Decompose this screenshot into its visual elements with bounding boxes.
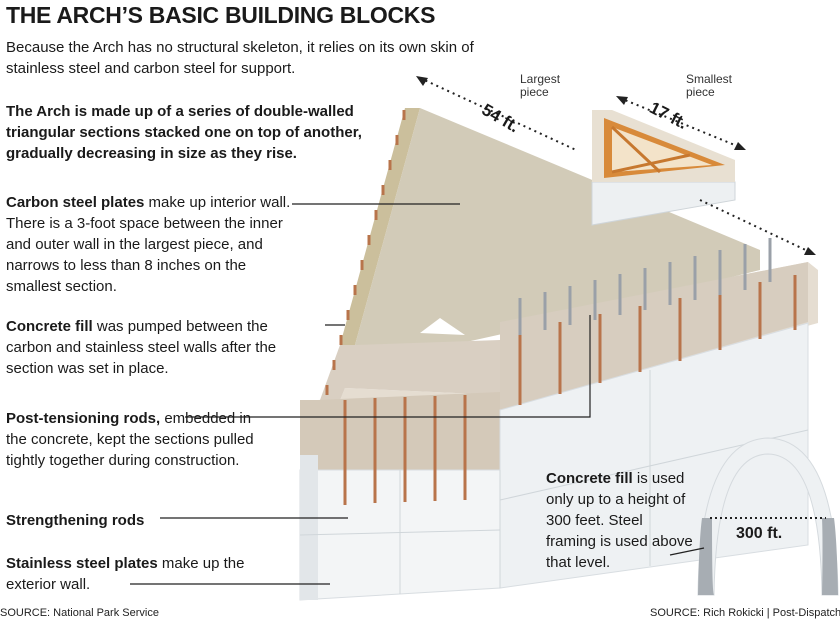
carbon-steel-term: Carbon steel plates xyxy=(6,194,145,211)
dimension-lines xyxy=(419,77,813,254)
smallest-piece-illustration xyxy=(591,110,736,226)
post-tensioning-term: Post-tensioning rods, xyxy=(6,410,161,427)
stainless-left-edge xyxy=(300,455,318,600)
concrete-fill-height-note: Concrete fill is used only up to a heigh… xyxy=(546,468,696,573)
inner-opening xyxy=(420,318,465,335)
concrete-fill-text: was pumped between the carbon and stainl… xyxy=(6,318,277,377)
stainless-steel-term: Stainless steel plates xyxy=(6,555,158,572)
concrete-front-face xyxy=(300,392,500,470)
carbon-steel-label: Carbon steel plates make up interior wal… xyxy=(6,192,291,297)
page-title: THE ARCH’S BASIC BUILDING BLOCKS xyxy=(6,2,436,28)
largest-piece-label: Largest piece xyxy=(520,72,561,99)
strengthening-rods-term: Strengthening rods xyxy=(6,512,145,529)
inner-carbon-wall-back xyxy=(355,108,760,350)
strengthening-rods-label: Strengthening rods xyxy=(6,510,166,531)
arch-height-label: 300 ft. xyxy=(736,525,783,542)
fill-note-text: is used only up to a height of 300 feet.… xyxy=(546,470,693,571)
post-tensioning-rods xyxy=(518,238,772,335)
sections-description: The Arch is made up of a series of doubl… xyxy=(6,103,362,162)
concrete-slab-right xyxy=(500,262,808,410)
edge-rod-tips xyxy=(325,110,406,395)
post-tensioning-label: Post-tensioning rods, embedded in the co… xyxy=(6,408,266,471)
concrete-slab-left xyxy=(300,340,500,455)
inner-carbon-wall-left xyxy=(340,108,420,345)
concrete-fill-label: Concrete fill was pumped between the car… xyxy=(6,316,306,379)
post-tensioning-text: embedded in the concrete, kept the secti… xyxy=(6,410,254,469)
carbon-steel-text: make up interior wall. There is a 3-foot… xyxy=(6,194,291,295)
arch-silhouette xyxy=(669,437,839,596)
strengthening-rods xyxy=(343,275,797,505)
stainless-steel-label: Stainless steel plates make up the exter… xyxy=(6,553,256,595)
intro-text: Because the Arch has no structural skele… xyxy=(6,39,474,77)
fill-note-term: Concrete fill xyxy=(546,470,633,487)
dimension-arrowheads xyxy=(416,76,816,255)
stainless-steel-text: make up the exterior wall. xyxy=(6,555,245,593)
leader-lines xyxy=(130,203,591,585)
smallest-piece-label: Smallest piece xyxy=(686,72,733,99)
source-right: SOURCE: Rich Rokicki | Post-Dispatch xyxy=(650,607,840,619)
concrete-fill-term: Concrete fill xyxy=(6,318,93,335)
source-left: SOURCE: National Park Service xyxy=(0,607,159,619)
